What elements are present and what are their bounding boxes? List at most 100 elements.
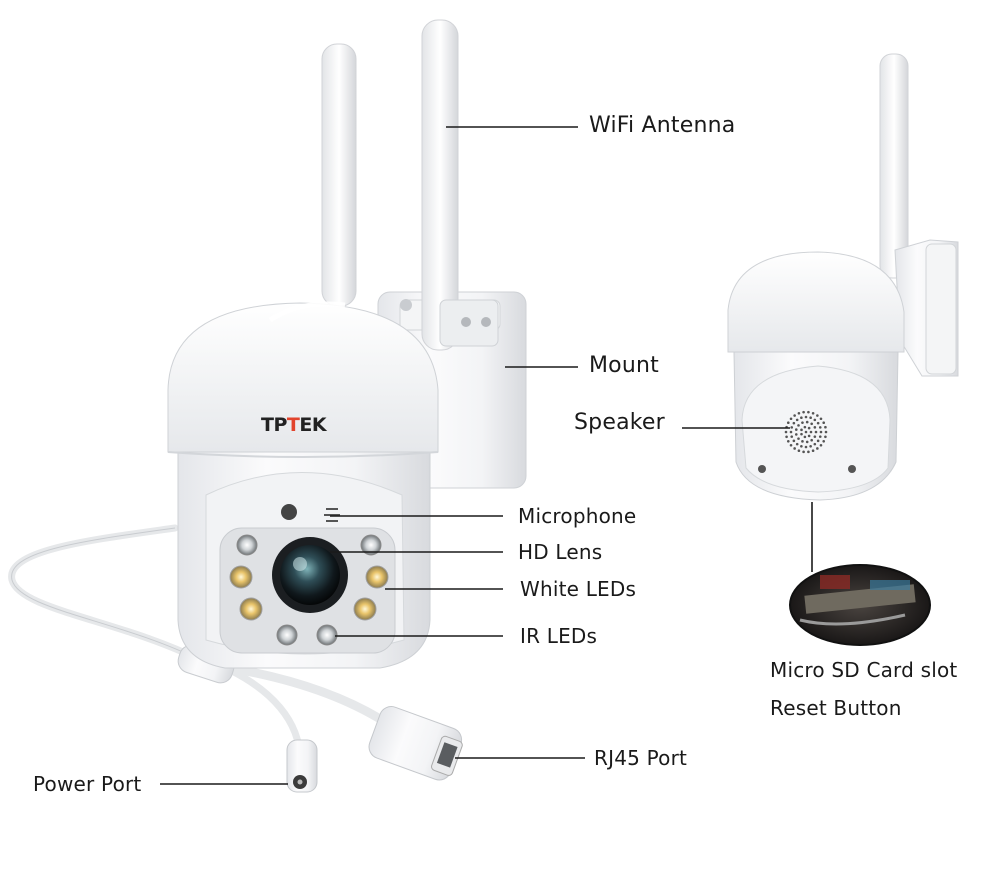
speaker-hole xyxy=(814,430,818,434)
speaker-hole xyxy=(802,410,805,414)
white-led xyxy=(365,565,389,589)
power-connector xyxy=(286,739,318,793)
speaker-hole xyxy=(807,410,810,414)
speaker-hole xyxy=(792,439,796,443)
speaker-hole xyxy=(816,414,819,417)
speaker-hole xyxy=(786,421,790,425)
ir-led xyxy=(236,534,258,556)
speaker-hole xyxy=(803,425,807,429)
speaker-hole xyxy=(789,430,793,434)
speaker-hole xyxy=(804,430,808,434)
hd-lens xyxy=(272,537,348,613)
front-camera xyxy=(8,19,527,793)
logo-mid: T xyxy=(286,414,300,436)
speaker-hole xyxy=(805,420,809,424)
speaker-hole xyxy=(805,440,809,444)
label-hd-lens: HD Lens xyxy=(518,540,603,564)
speaker-hole xyxy=(813,418,817,422)
speaker-hole xyxy=(801,421,804,424)
white-led xyxy=(229,565,253,589)
speaker-hole xyxy=(813,426,817,429)
speaker-hole xyxy=(816,421,820,425)
speaker-hole xyxy=(789,443,793,447)
speaker-hole xyxy=(807,450,810,454)
speaker-hole xyxy=(813,442,817,446)
camera-dome xyxy=(167,302,439,453)
speaker-hole xyxy=(795,418,799,422)
speaker-hole xyxy=(795,442,799,446)
speaker-hole xyxy=(807,426,811,430)
speaker-hole xyxy=(809,444,812,448)
speaker-hole xyxy=(824,425,827,429)
rear-camera xyxy=(727,53,959,501)
speaker-hole xyxy=(819,417,823,421)
speaker-hole xyxy=(819,430,823,434)
speaker-hole xyxy=(793,414,796,417)
label-ir-leds: IR LEDs xyxy=(520,624,598,648)
speaker-hole xyxy=(822,421,826,425)
cable xyxy=(225,663,390,727)
speaker-hole xyxy=(822,439,826,443)
logo-left: TP xyxy=(261,414,287,436)
label-speaker: Speaker xyxy=(574,410,665,435)
speaker-hole xyxy=(785,435,788,439)
speaker-hole xyxy=(804,415,808,419)
label-reset-button: Reset Button xyxy=(770,696,902,720)
white-leds xyxy=(229,565,389,621)
speaker-hole xyxy=(810,438,813,442)
speaker-hole xyxy=(818,435,822,438)
speaker-hole xyxy=(800,444,803,448)
speaker-hole xyxy=(797,424,800,427)
speaker-hole xyxy=(818,426,822,429)
white-led xyxy=(239,597,263,621)
speaker-hole xyxy=(811,449,815,453)
ir-leds xyxy=(236,534,382,646)
speaker-hole xyxy=(807,434,811,438)
brand-logo: TPTEK xyxy=(261,414,327,436)
speaker-hole xyxy=(792,421,796,425)
speaker-hole xyxy=(790,426,794,429)
leader-lines xyxy=(160,126,813,785)
cable xyxy=(8,524,204,664)
speaker-hole xyxy=(819,443,823,447)
speaker-hole xyxy=(816,439,820,443)
wifi-antenna xyxy=(879,53,909,279)
label-rj45-port: RJ45 Port xyxy=(594,746,688,770)
speaker-hole xyxy=(811,411,815,415)
camera-dome xyxy=(727,251,905,353)
white-led xyxy=(353,597,377,621)
speaker-hole xyxy=(800,432,803,436)
speaker-hole xyxy=(802,450,805,454)
speaker-hole xyxy=(801,440,804,443)
logo-right: EK xyxy=(299,414,327,436)
speaker-hole xyxy=(794,428,798,431)
label-sd-slot: Micro SD Card slot xyxy=(770,658,958,682)
speaker-hole xyxy=(794,433,798,436)
speaker-hole xyxy=(786,439,790,443)
rj45-connector xyxy=(368,706,463,781)
ir-led xyxy=(360,534,382,556)
speaker-hole xyxy=(824,430,828,434)
speaker-hole xyxy=(809,430,813,434)
ir-led xyxy=(316,624,338,646)
speaker-hole xyxy=(784,430,788,434)
speaker-hole xyxy=(800,428,803,432)
sd-slot-inset xyxy=(789,564,931,646)
ir-led xyxy=(276,624,298,646)
label-power-port: Power Port xyxy=(33,772,142,796)
speaker-hole xyxy=(793,447,796,450)
label-microphone: Microphone xyxy=(518,504,637,528)
wifi-antenna xyxy=(321,19,499,351)
speaker-hole xyxy=(810,422,813,426)
microphone-grill xyxy=(324,508,340,522)
speaker-grill xyxy=(784,410,828,454)
speaker-hole xyxy=(797,437,800,440)
label-mount: Mount xyxy=(589,353,659,378)
light-sensor xyxy=(281,504,297,520)
speaker-hole xyxy=(797,449,801,453)
speaker-hole xyxy=(797,411,801,415)
speaker-hole xyxy=(804,445,808,449)
speaker-hole xyxy=(824,435,827,439)
speaker-hole xyxy=(816,447,819,450)
